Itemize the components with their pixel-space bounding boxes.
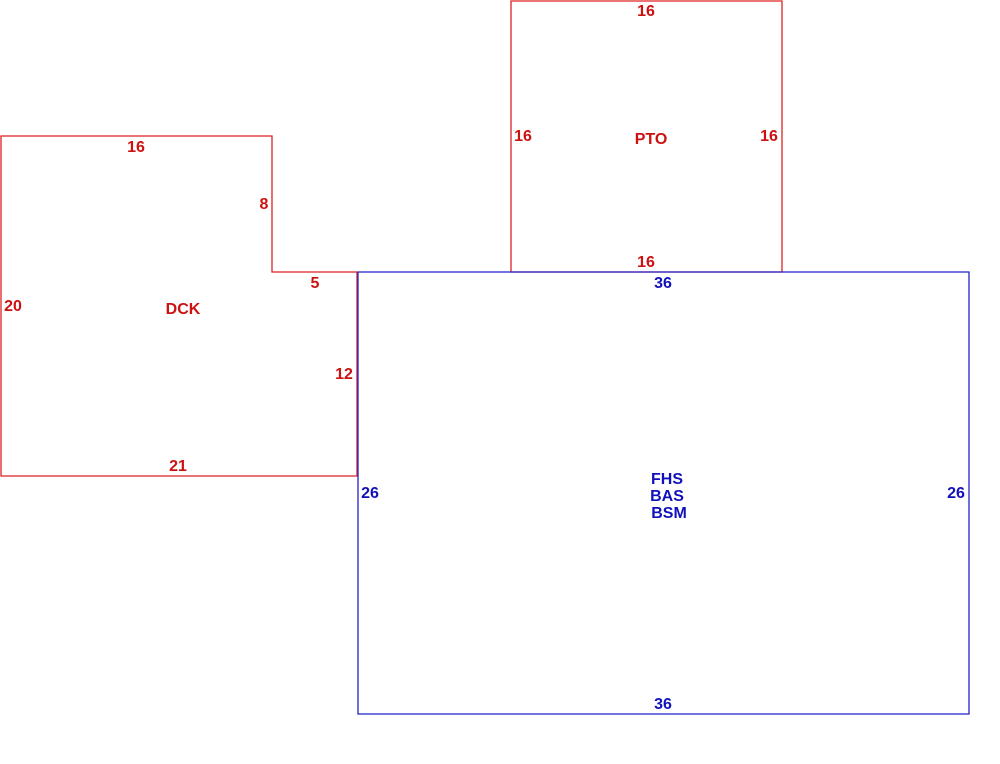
dck-dim-bottom: 21 — [169, 458, 187, 475]
main-dim-bottom: 36 — [654, 696, 672, 713]
dck-dim-step-bottom: 5 — [311, 275, 320, 292]
pto-dim-right: 16 — [760, 128, 778, 145]
dck-dim-step-right: 8 — [260, 196, 269, 213]
dck-dim-right: 12 — [335, 366, 353, 383]
dck-outline — [0, 135, 358, 477]
main-dim-top: 36 — [654, 275, 672, 292]
dck-dim-left: 20 — [4, 298, 22, 315]
pto-dim-bottom: 16 — [637, 254, 655, 271]
dck-code: DCK — [166, 301, 201, 318]
main-dim-left: 26 — [361, 485, 379, 502]
main-code-fhs: FHS — [651, 471, 683, 488]
main-code-bas: BAS — [650, 488, 684, 505]
pto-dim-top: 16 — [637, 3, 655, 20]
main-outline — [357, 271, 970, 715]
main-code-bsm: BSM — [651, 505, 687, 522]
pto-dim-left: 16 — [514, 128, 532, 145]
main-dim-right: 26 — [947, 485, 965, 502]
pto-code: PTO — [635, 131, 668, 148]
dck-dim-top: 16 — [127, 139, 145, 156]
